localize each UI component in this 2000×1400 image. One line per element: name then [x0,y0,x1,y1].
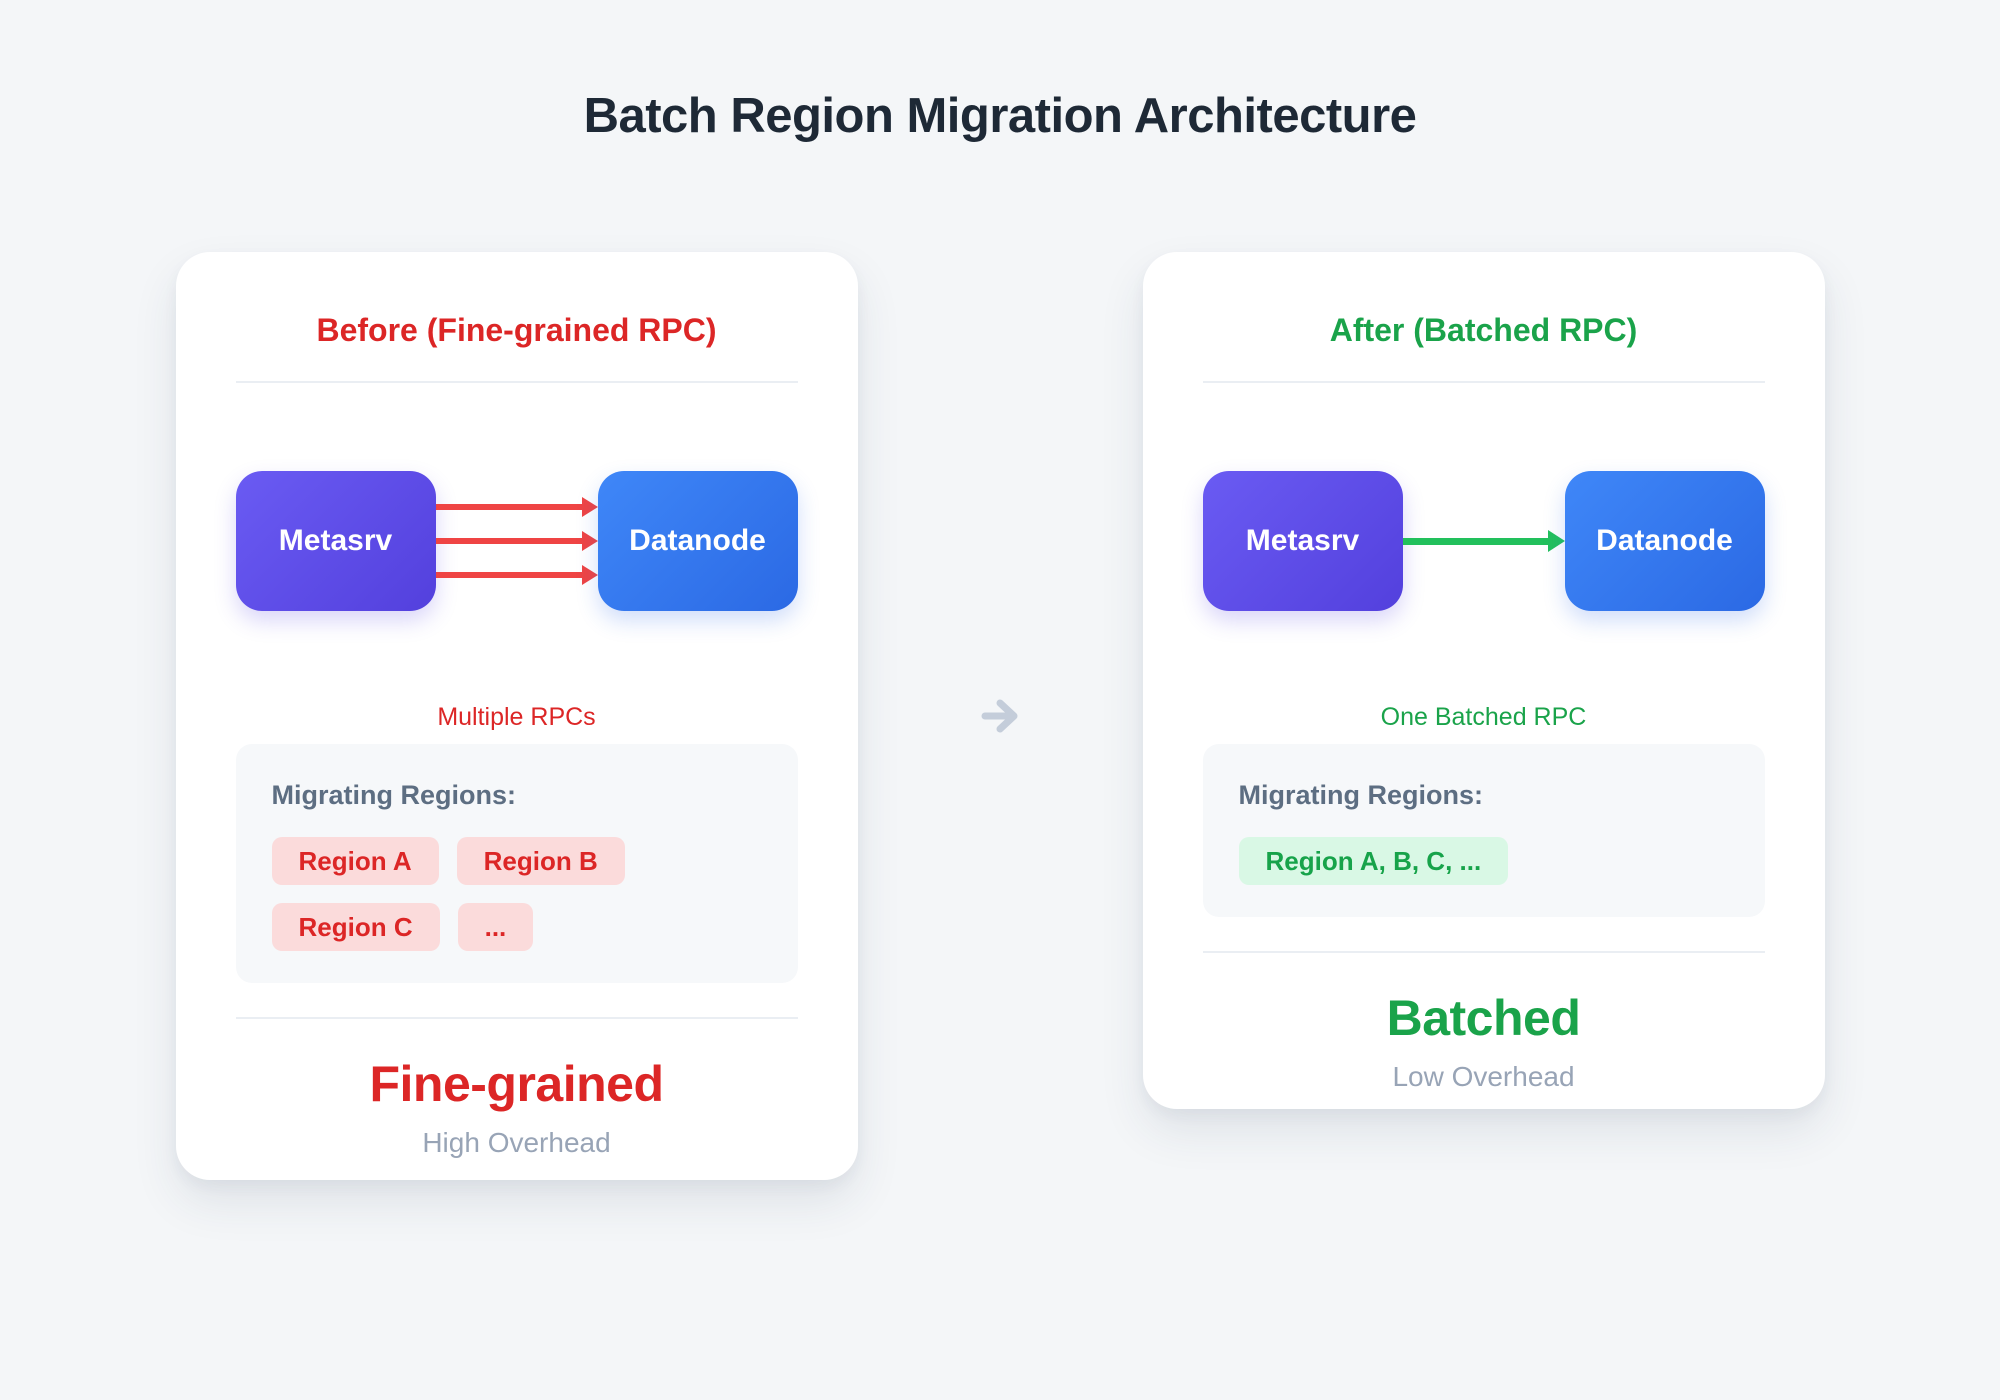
migrating-regions-label: Migrating Regions: [1238,780,1484,810]
after-panel-title: After (Batched RPC) [1329,312,1638,348]
batched-rpc-arrow [1402,530,1565,552]
rpc-count-label: One Batched RPC [1380,703,1587,731]
datanode-node: Datanode [1564,471,1765,611]
migrating-regions-box: Migrating Regions: Region A, B, C, ... [1202,744,1765,917]
after-panel: After (Batched RPC) Metasrv Datanode One… [1142,252,1825,1109]
datanode-node: Datanode [597,471,798,611]
after-summary-title: Batched [1386,990,1581,1046]
migrating-regions-label: Migrating Regions: [271,780,517,810]
before-summary-subtitle: High Overhead [422,1127,611,1158]
rpc-arrow-icon [435,497,598,517]
region-chip: Region A [271,837,439,885]
page-title: Batch Region Migration Architecture [583,89,1417,143]
rpc-arrow-icon [435,531,598,551]
region-chip-list: Region A, B, C, ... [1238,837,1729,885]
datanode-label: Datanode [1596,524,1733,557]
before-panel-title: Before (Fine-grained RPC) [316,312,717,348]
region-chip: Region B [456,837,625,885]
before-panel: Before (Fine-grained RPC) Metasrv Datano… [175,252,858,1180]
fine-grained-rpc-arrows [435,497,598,585]
before-summary-title: Fine-grained [369,1056,664,1112]
metasrv-label: Metasrv [278,524,393,557]
metasrv-node: Metasrv [1202,471,1403,611]
region-chip: Region C [271,903,440,951]
transition-column [858,252,1143,744]
region-chip-list: Region A Region B Region C ... [271,837,762,951]
region-chip: ... [457,903,534,951]
migrating-regions-box: Migrating Regions: Region A Region B Reg… [235,744,798,983]
rpc-arrow-icon [1402,530,1565,552]
right-arrow-icon [977,693,1023,744]
after-nodes-row: Metasrv Datanode [1202,471,1765,611]
before-nodes-row: Metasrv Datanode [235,471,798,611]
divider [1202,381,1765,383]
metasrv-label: Metasrv [1245,524,1360,557]
comparison-stage: Before (Fine-grained RPC) Metasrv Datano… [0,252,2000,1180]
metasrv-node: Metasrv [235,471,436,611]
region-chip: Region A, B, C, ... [1238,837,1509,885]
divider [235,1017,798,1019]
divider [235,381,798,383]
datanode-label: Datanode [629,524,766,557]
divider [1202,951,1765,953]
after-summary-subtitle: Low Overhead [1392,1061,1575,1092]
rpc-count-label: Multiple RPCs [437,703,596,731]
rpc-arrow-icon [435,565,598,585]
